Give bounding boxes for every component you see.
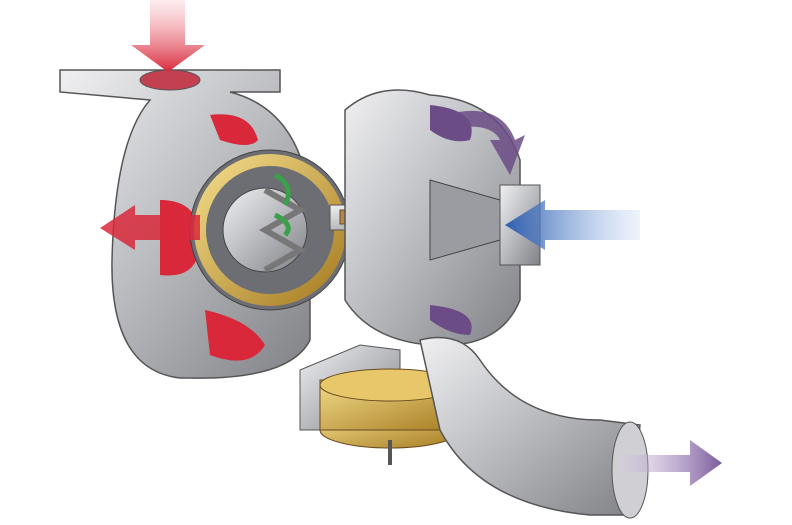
flow-arrow-green (273, 172, 291, 207)
turbine-wheel-vanes (189, 149, 351, 311)
exhaust-gas-arrow-left (100, 205, 200, 250)
compressor-housing (344, 89, 541, 347)
wastegate-actuator (299, 344, 461, 465)
exhaust-out-arrow (620, 440, 722, 486)
intake-air-arrow (505, 200, 640, 250)
exhaust-gas-inlet-arrow (131, 0, 205, 72)
compressed-air-arrow (445, 110, 525, 175)
exhaust-outlet-pipe (419, 336, 649, 519)
